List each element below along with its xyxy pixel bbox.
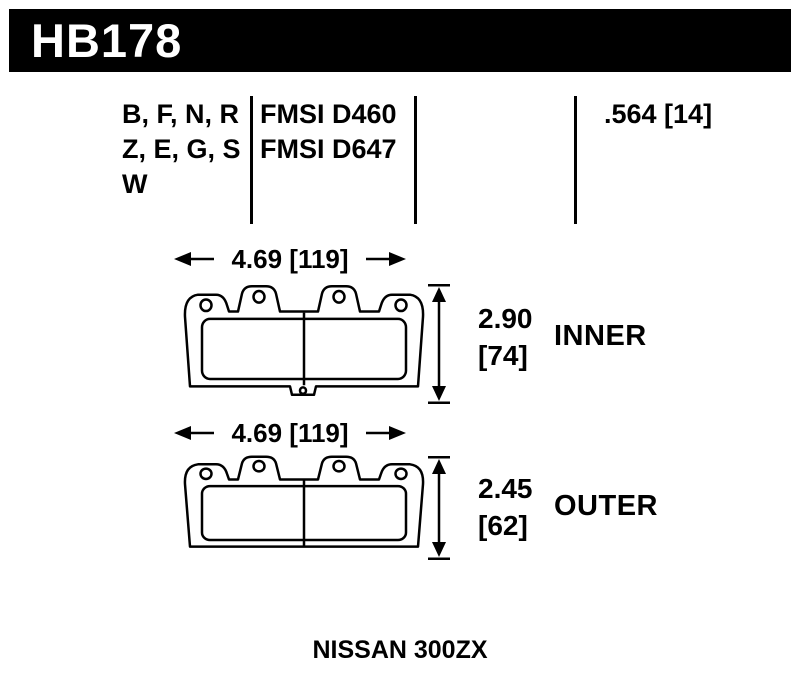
brake-pad-outer-drawing [176,452,432,558]
pad-position-label-inner: INNER [554,320,647,352]
column-divider [574,96,577,224]
dimension-arrow-left-icon [174,252,214,266]
height-dimension-inner: 2.90 [74] [478,300,533,374]
width-dimension-value: 4.69 [119] [231,417,349,448]
pad-position-label-outer: OUTER [554,490,658,522]
width-dimension-outer: 4.69 [119] [174,417,406,448]
vehicle-name: NISSAN 300ZX [312,636,488,664]
brake-pad-inner-drawing [176,281,432,399]
height-dimension-arrow-icon [428,284,450,404]
column-divider [414,96,417,224]
header-bar: HB178 [9,9,791,72]
fmsi-numbers: FMSI D460 FMSI D647 [260,97,397,167]
column-divider [250,96,253,224]
dimension-arrow-left-icon [174,426,214,440]
dimension-arrow-right-icon [366,252,406,266]
height-dimension-value-in: 2.45 [478,473,533,504]
compound-line: W [122,169,148,199]
pad-thickness: .564 [14] [604,99,713,129]
part-number: HB178 [31,14,183,67]
compound-codes: B, F, N, R Z, E, G, S W [122,97,241,202]
height-dimension-arrow-icon [428,456,450,560]
height-dimension-value-mm: [74] [478,340,528,371]
height-dimension-value-mm: [62] [478,510,528,541]
dimension-arrow-right-icon [366,426,406,440]
fmsi-line: FMSI D460 [260,99,397,129]
width-dimension-inner: 4.69 [119] [174,243,406,274]
height-dimension-value-in: 2.90 [478,303,533,334]
height-dimension-outer: 2.45 [62] [478,470,533,544]
compound-line: B, F, N, R [122,99,240,129]
fmsi-line: FMSI D647 [260,134,397,164]
width-dimension-value: 4.69 [119] [231,243,349,274]
compound-line: Z, E, G, S [122,134,241,164]
